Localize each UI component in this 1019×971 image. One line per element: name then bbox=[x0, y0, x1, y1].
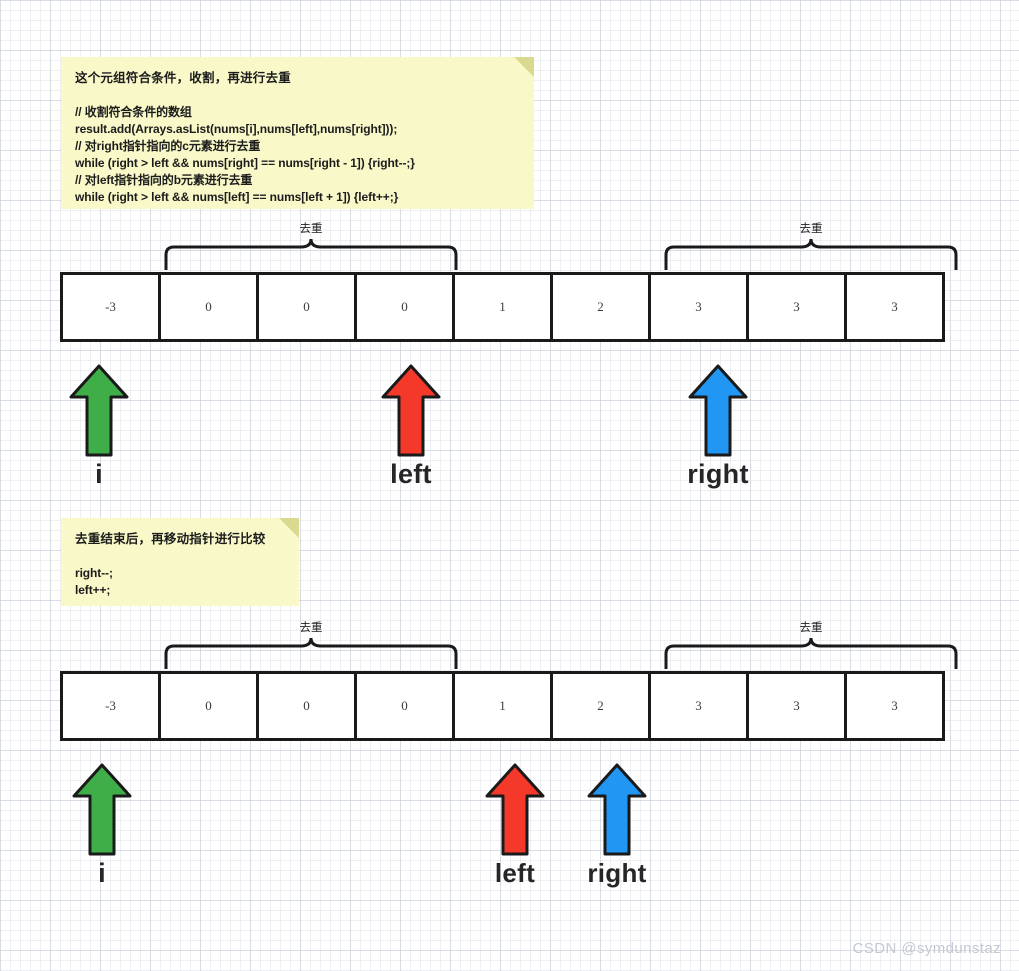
array-cell: 1 bbox=[452, 671, 553, 741]
array-cell: 3 bbox=[844, 272, 945, 342]
note-code-line: // 对right指针指向的c元素进行去重 bbox=[75, 138, 261, 153]
pointer-label-right: right bbox=[587, 858, 647, 888]
array-cell: -3 bbox=[60, 671, 161, 741]
array-cell: 0 bbox=[354, 671, 455, 741]
array-cell: 2 bbox=[550, 671, 651, 741]
note-code-line: left++; bbox=[75, 582, 111, 597]
array-cell: 3 bbox=[746, 272, 847, 342]
pointer-arrow-i-row2: i bbox=[71, 762, 133, 888]
dedupe-brace-right-row1: 去重 bbox=[663, 221, 959, 270]
note-fold-corner-icon bbox=[279, 518, 299, 538]
pointer-label-i: i bbox=[95, 459, 103, 489]
brace-label: 去重 bbox=[299, 221, 323, 235]
note-fold-corner-icon bbox=[514, 57, 534, 77]
pointer-arrow-left-row2: left bbox=[484, 762, 546, 888]
brace-label: 去重 bbox=[799, 620, 823, 634]
brace-label: 去重 bbox=[299, 620, 323, 634]
brace-label: 去重 bbox=[799, 221, 823, 235]
note-title: 这个元组符合条件，收割，再进行去重 bbox=[75, 71, 291, 85]
note-code-line: // 对left指针指向的b元素进行去重 bbox=[75, 172, 253, 187]
dedupe-brace-right-row2: 去重 bbox=[663, 620, 959, 669]
array-cell: 3 bbox=[648, 671, 749, 741]
array-cell: 3 bbox=[844, 671, 945, 741]
array-cell: 2 bbox=[550, 272, 651, 342]
note-code-line: while (right > left && nums[left] == num… bbox=[75, 189, 399, 204]
note-code-line: result.add(Arrays.asList(nums[i],nums[le… bbox=[75, 121, 398, 136]
pointer-arrow-left-row1: left bbox=[380, 363, 442, 489]
array-cell: 0 bbox=[158, 671, 259, 741]
note-code-line: right--; bbox=[75, 565, 113, 580]
array-cell: 0 bbox=[158, 272, 259, 342]
array-cell: 0 bbox=[256, 272, 357, 342]
array-cell: 0 bbox=[256, 671, 357, 741]
pointer-label-right: right bbox=[687, 459, 749, 489]
pointer-label-left: left bbox=[390, 459, 432, 489]
watermark: CSDN @symdunstaz bbox=[852, 940, 1001, 957]
note-code-line: // 收割符合条件的数组 bbox=[75, 104, 192, 119]
pointer-label-left: left bbox=[494, 858, 536, 888]
array-cell: 3 bbox=[746, 671, 847, 741]
note-code-line: while (right > left && nums[right] == nu… bbox=[75, 155, 415, 170]
array-cell: -3 bbox=[60, 272, 161, 342]
dedupe-brace-left-row1: 去重 bbox=[163, 221, 459, 270]
array-row-before-dedupe: -3 0 0 0 1 2 3 3 3 bbox=[60, 272, 945, 342]
sticky-note-pointer-move: 去重结束后，再移动指针进行比较 right--; left++; bbox=[61, 518, 299, 606]
pointer-label-i: i bbox=[98, 858, 106, 888]
array-cell: 3 bbox=[648, 272, 749, 342]
dedupe-brace-left-row2: 去重 bbox=[163, 620, 459, 669]
array-cell: 0 bbox=[354, 272, 455, 342]
array-row-after-dedupe: -3 0 0 0 1 2 3 3 3 bbox=[60, 671, 945, 741]
note-title: 去重结束后，再移动指针进行比较 bbox=[75, 532, 266, 546]
array-cell: 1 bbox=[452, 272, 553, 342]
pointer-arrow-right-row1: right bbox=[687, 363, 749, 489]
pointer-arrow-i-row1: i bbox=[68, 363, 130, 489]
pointer-arrow-right-row2: right bbox=[586, 762, 648, 888]
sticky-note-algorithm-step: 这个元组符合条件，收割，再进行去重 // 收割符合条件的数组 result.ad… bbox=[61, 57, 534, 209]
